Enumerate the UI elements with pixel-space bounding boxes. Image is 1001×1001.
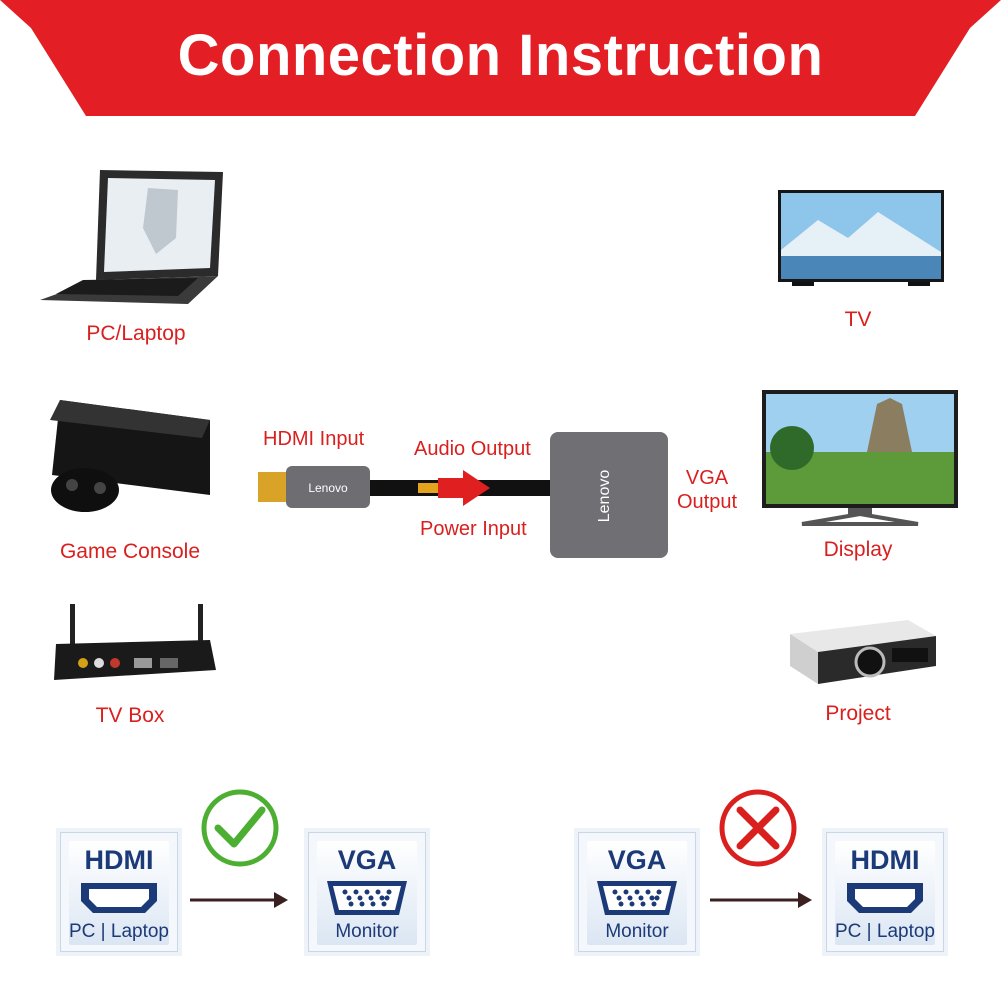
audio-output-label: Audio Output [414,438,531,460]
destination-label-tv: TV [844,308,872,331]
hdmi-port-icon [847,883,923,913]
header-banner [0,0,1001,116]
arrow-right-icon [710,892,812,908]
vga-port-icon [327,881,407,915]
hdmi-port-icon [81,883,157,913]
hdmi-input-label: HDMI Input [263,428,365,450]
destination-label-project: Project [825,702,891,725]
display-icon [762,390,958,526]
cable-brand-text: Lenovo [308,481,348,495]
cross-icon [719,789,797,867]
compat-card-vga-source: VGA Monitor [578,832,696,952]
compat-card-hdmi-source: HDMI PC | Laptop [60,832,178,952]
destination-label-display: Display [823,538,893,561]
vga-port-icon [597,881,677,915]
adapter-icon: Lenovo Lenovo [258,432,668,558]
tv-box-icon [54,604,216,680]
arrow-right-icon [190,892,288,908]
source-label-pc-laptop: PC/Laptop [86,322,186,345]
page-title: Connection Instruction [177,23,824,88]
vga-output-label: VGA Output [676,467,738,513]
compat-card-vga-target: VGA Monitor [308,832,426,952]
laptop-icon [40,170,223,304]
adapter-brand-text: Lenovo [596,470,613,523]
check-icon [201,789,279,867]
source-label-game-console: Game Console [59,540,201,563]
tv-icon [778,190,944,286]
power-input-label: Power Input [420,518,527,540]
projector-icon [790,620,936,684]
source-label-tv-box: TV Box [95,704,165,727]
game-console-icon [50,400,210,512]
compat-card-hdmi-target: HDMI PC | Laptop [826,832,944,952]
